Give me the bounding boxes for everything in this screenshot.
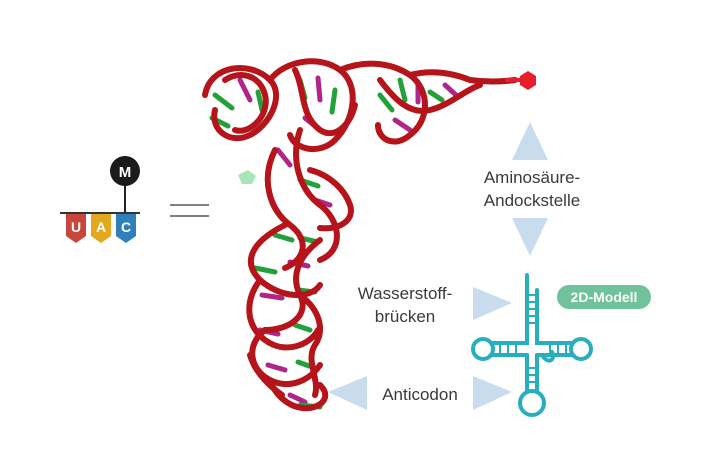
- anticodon-label: Anticodon: [382, 385, 458, 404]
- hbond-label-line1: Wasserstoff-: [357, 284, 453, 303]
- hbond-label-line2: brücken: [374, 307, 436, 326]
- nucleotide-u-letter: U: [71, 219, 81, 235]
- acceptor-label-line2: Andockstelle: [483, 191, 581, 210]
- nucleotide-c-letter: C: [121, 219, 131, 235]
- nucleotide-a-tag: [91, 214, 111, 243]
- trna-3d-structure: [202, 58, 536, 412]
- arrow-up: [512, 122, 548, 160]
- trna-symbol: M U A C: [60, 156, 140, 243]
- pointer-arrows: [328, 122, 548, 410]
- amino-acid-site: [520, 71, 536, 90]
- arrow-down: [512, 218, 548, 256]
- equals-sign: [170, 204, 209, 217]
- nucleotide-c-tag: [116, 214, 136, 243]
- acceptor-label-line1: Aminosäure-: [483, 168, 581, 187]
- arrow-right-hbond: [473, 287, 512, 320]
- nucleotide-a-letter: A: [96, 219, 106, 235]
- highlight-base: [238, 170, 256, 184]
- arrow-left-anticodon: [328, 376, 367, 410]
- cloverleaf-2d-model: [471, 273, 593, 417]
- amino-acid-letter: M: [119, 164, 132, 181]
- amino-acid-circle: [110, 156, 140, 186]
- arrow-right-anticodon: [473, 376, 512, 410]
- model-2d-badge: 2D-Modell: [557, 285, 651, 309]
- nucleotide-u-tag: [66, 214, 86, 243]
